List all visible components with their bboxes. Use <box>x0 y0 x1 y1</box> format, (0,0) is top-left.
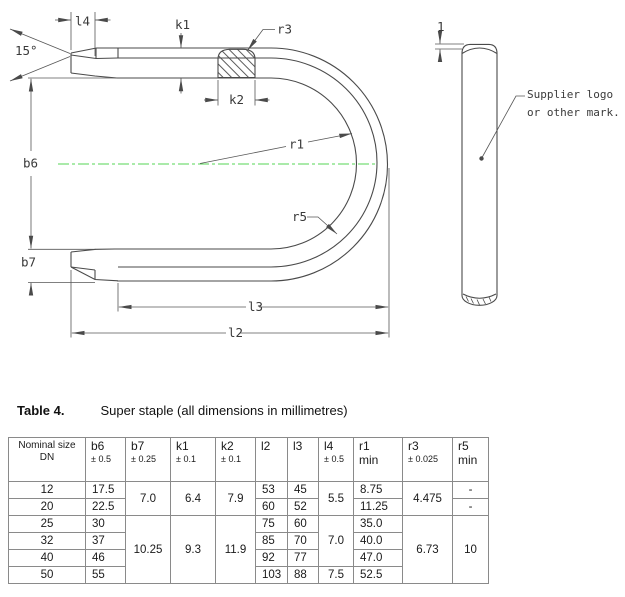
cell-l4: 5.5 <box>318 481 354 516</box>
col-header-b6: b6± 0.5 <box>85 437 126 482</box>
cell-l3: 60 <box>287 515 319 533</box>
staple-drawing-svg: l4 15° k1 r3 k2 b6 r1 r5 b7 l3 l2 1 Supp… <box>9 12 620 340</box>
cell-l3: 45 <box>287 481 319 499</box>
cell-r1: 40.0 <box>353 532 403 550</box>
table-caption-text: Super staple (all dimensions in millimet… <box>100 403 348 418</box>
cell-b7: 10.25 <box>125 515 171 584</box>
dimension-lines <box>9 12 525 338</box>
cell-dn: 40 <box>8 549 86 567</box>
col-header-l3: l3 <box>287 437 319 482</box>
cell-r1: 35.0 <box>353 515 403 533</box>
table-row-dn12: 12 17.5 7.0 6.4 7.9 53 45 5.5 8.75 4.475… <box>8 481 489 516</box>
dim-label-b6: b6 <box>23 156 38 171</box>
cell-l2: 53 <box>255 481 288 499</box>
cell-l4: 7.5 <box>318 566 354 584</box>
dim-label-k2: k2 <box>229 92 244 107</box>
col-header-r3: r3± 0.025 <box>402 437 453 482</box>
supplier-note-line1: Supplier logo <box>527 88 613 101</box>
cell-l2: 75 <box>255 515 288 533</box>
cell-r5: - <box>452 481 489 499</box>
col-header-l2: l2 <box>255 437 288 482</box>
wire-cross-section <box>217 48 256 79</box>
dim-label-k1: k1 <box>175 17 190 32</box>
staple-side-view <box>461 43 498 306</box>
cell-dn: 50 <box>8 566 86 584</box>
cell-r5: - <box>452 498 489 516</box>
cell-r1: 11.25 <box>353 498 403 516</box>
cell-b6: 46 <box>85 549 126 567</box>
cell-k2: 11.9 <box>215 515 256 584</box>
supplier-note-line2: or other mark. <box>527 106 620 119</box>
dim-label-b7: b7 <box>21 255 36 270</box>
cell-r3: 4.475 <box>402 481 453 516</box>
dim-label-l4: l4 <box>75 14 90 29</box>
cell-l4: 7.0 <box>318 515 354 567</box>
table-row-dn20: 20 22.5 60 52 11.25 - <box>8 498 489 516</box>
cell-b6: 17.5 <box>85 481 126 499</box>
cell-b6: 30 <box>85 515 126 533</box>
dim-label-l3: l3 <box>248 299 263 314</box>
dim-label-crown-height: 1 <box>437 19 445 34</box>
cell-r1: 52.5 <box>353 566 403 584</box>
cell-r5: 10 <box>452 515 489 584</box>
cell-l3: 52 <box>287 498 319 516</box>
dim-label-l2: l2 <box>228 325 243 340</box>
end-chamfer-ticks <box>465 296 492 305</box>
cell-dn: 32 <box>8 532 86 550</box>
cell-l3: 77 <box>287 549 319 567</box>
table-row-dn32: 32 37 85 70 40.0 <box>8 532 489 550</box>
cell-k1: 9.3 <box>170 515 216 584</box>
cell-dn: 12 <box>8 481 86 499</box>
cell-b6: 55 <box>85 566 126 584</box>
col-header-b7: b7± 0.25 <box>125 437 171 482</box>
dim-label-angle: 15° <box>15 43 38 58</box>
cell-dn: 25 <box>8 515 86 533</box>
cell-b7: 7.0 <box>125 481 171 516</box>
col-header-l4: l4± 0.5 <box>318 437 354 482</box>
table-caption: Table 4. Super staple (all dimensions in … <box>17 403 348 418</box>
cell-l2: 60 <box>255 498 288 516</box>
cell-r1: 47.0 <box>353 549 403 567</box>
dim-label-r1: r1 <box>289 137 304 152</box>
cell-k2: 7.9 <box>215 481 256 516</box>
cell-r1: 8.75 <box>353 481 403 499</box>
col-header-k2: k2± 0.1 <box>215 437 256 482</box>
cell-l2: 85 <box>255 532 288 550</box>
dim-label-r5: r5 <box>292 209 307 224</box>
cell-l2: 92 <box>255 549 288 567</box>
cell-b6: 37 <box>85 532 126 550</box>
cell-r3: 6.73 <box>402 515 453 584</box>
col-header-k1: k1± 0.1 <box>170 437 216 482</box>
cell-dn: 20 <box>8 498 86 516</box>
table-caption-label: Table 4. <box>17 403 65 418</box>
table-row-dn25: 25 30 10.25 9.3 11.9 75 60 7.0 35.0 6.73… <box>8 515 489 584</box>
cell-l3: 88 <box>287 566 319 584</box>
cell-l3: 70 <box>287 532 319 550</box>
cell-k1: 6.4 <box>170 481 216 516</box>
table-row-dn50: 50 55 103 88 7.5 52.5 <box>8 566 489 584</box>
cell-b6: 22.5 <box>85 498 126 516</box>
dim-label-r3: r3 <box>277 22 292 37</box>
cell-l2: 103 <box>255 566 288 584</box>
